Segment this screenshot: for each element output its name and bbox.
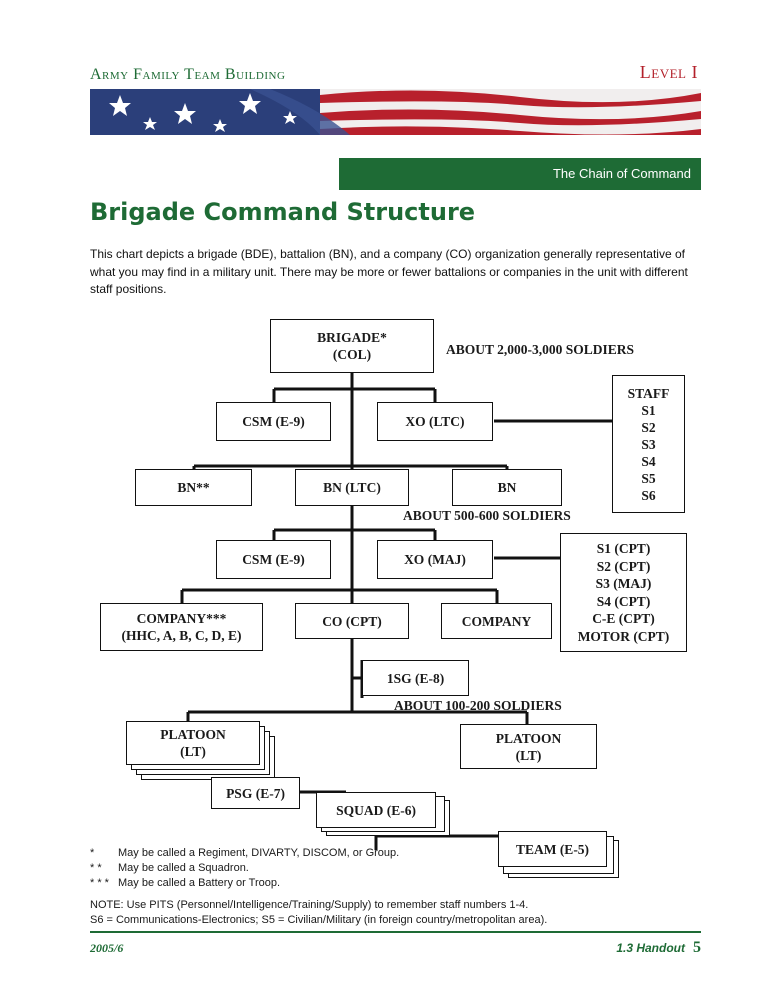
battalion-right-box: BN bbox=[452, 469, 562, 506]
level-label: Level I bbox=[639, 62, 698, 82]
company-left-detail: (HHC, A, B, C, D, E) bbox=[121, 628, 242, 643]
note-line: S6 = Communications-Electronics; S5 = Ci… bbox=[90, 914, 548, 926]
footnote: * May be called a Regiment, DIVARTY, DISC… bbox=[90, 846, 399, 861]
brigade-csm-box: CSM (E-9) bbox=[216, 402, 331, 441]
platoon-sergeant-box: PSG (E-7) bbox=[211, 777, 300, 809]
battalion-left-label: BN** bbox=[177, 480, 210, 495]
staff-item: S3 bbox=[641, 436, 656, 452]
company-left-label: COMPANY*** bbox=[136, 611, 227, 626]
battalion-staff-box: S1 (CPT) S2 (CPT) S3 (MAJ) S4 (CPT) C-E … bbox=[560, 533, 687, 652]
platoon-right-label: PLATOON bbox=[495, 730, 562, 746]
company-center-label: CO (CPT) bbox=[322, 613, 382, 629]
footer-handout: 1.3 Handout 5 bbox=[616, 939, 701, 957]
bn-staff-item: S3 (MAJ) bbox=[595, 576, 652, 591]
bn-staff-item: S2 (CPT) bbox=[596, 558, 651, 574]
brigade-xo-label: XO (LTC) bbox=[405, 414, 465, 429]
battalion-xo-box: XO (MAJ) bbox=[377, 540, 493, 579]
footnote-text: May be called a Regiment, DIVARTY, DISCO… bbox=[118, 847, 400, 859]
footnote-text: May be called a Squadron. bbox=[118, 862, 249, 874]
team-label: TEAM (E-5) bbox=[515, 841, 590, 857]
first-sergeant-box: 1SG (E-8) bbox=[362, 660, 469, 696]
battalion-center-box: BN (LTC) bbox=[295, 469, 409, 506]
page-number: 5 bbox=[693, 939, 701, 956]
brigade-rank: (COL) bbox=[332, 347, 372, 362]
battalion-center-label: BN (LTC) bbox=[323, 480, 381, 495]
handout-label: 1.3 Handout bbox=[616, 941, 685, 955]
footnote-mark: * * * bbox=[90, 877, 109, 889]
bn-staff-item: C-E (CPT) bbox=[592, 611, 655, 626]
platoon-left-label: PLATOON bbox=[160, 727, 226, 742]
battalion-csm-label: CSM (E-9) bbox=[242, 552, 305, 567]
battalion-csm-box: CSM (E-9) bbox=[216, 540, 331, 579]
platoon-right-box: PLATOON(LT) bbox=[460, 724, 597, 769]
staff-item: S6 bbox=[641, 487, 656, 503]
squad-box: SQUAD (E-6) bbox=[316, 792, 436, 828]
footer-divider bbox=[90, 931, 701, 933]
squad-label: SQUAD (E-6) bbox=[336, 802, 416, 818]
staff-item: STAFF bbox=[627, 385, 670, 401]
company-right-box: COMPANY bbox=[441, 603, 552, 639]
company-left-box: COMPANY*** (HHC, A, B, C, D, E) bbox=[100, 603, 263, 651]
footnote-mark: * bbox=[90, 847, 95, 859]
footer-date: 2005/6 bbox=[90, 941, 124, 955]
battalion-xo-label: XO (MAJ) bbox=[404, 552, 466, 567]
company-center-box: CO (CPT) bbox=[295, 603, 409, 639]
footnote: * * May be called a Squadron. bbox=[90, 861, 399, 876]
staff-note: NOTE: Use PITS (Personnel/Intelligence/T… bbox=[90, 898, 547, 928]
brigade-xo-box: XO (LTC) bbox=[377, 402, 493, 441]
brigade-box: BRIGADE* (COL) bbox=[270, 319, 434, 373]
brigade-staff-box: STAFF S1 S2 S3 S4 S5 S6 bbox=[612, 375, 685, 513]
battalion-right-label: BN bbox=[497, 480, 517, 495]
flag-banner-image bbox=[90, 89, 701, 135]
footnote: * * * May be called a Battery or Troop. bbox=[90, 876, 399, 891]
staff-item: S2 bbox=[641, 419, 656, 435]
bn-staff-item: S4 (CPT) bbox=[596, 593, 651, 609]
company-size-label: ABOUT 100-200 SOLDIERS bbox=[394, 698, 562, 713]
battalion-size-label: ABOUT 500-600 SOLDIERS bbox=[403, 508, 571, 523]
platoon-sergeant-label: PSG (E-7) bbox=[226, 785, 285, 801]
battalion-left-box: BN** bbox=[135, 469, 252, 506]
section-banner: The Chain of Command bbox=[339, 158, 701, 190]
platoon-right-rank: (LT) bbox=[515, 747, 542, 763]
staff-item: S4 bbox=[641, 453, 656, 469]
platoon-left-box: PLATOON (LT) bbox=[126, 721, 260, 765]
brigade-label: BRIGADE* bbox=[317, 330, 387, 345]
first-sergeant-label: 1SG (E-8) bbox=[386, 670, 445, 686]
note-line: NOTE: Use PITS (Personnel/Intelligence/T… bbox=[90, 899, 529, 911]
company-right-label: COMPANY bbox=[461, 613, 532, 629]
brigade-csm-label: CSM (E-9) bbox=[242, 414, 305, 429]
footnote-text: May be called a Battery or Troop. bbox=[118, 877, 281, 889]
platoon-left-rank: (LT) bbox=[180, 744, 206, 759]
staff-item: S1 bbox=[641, 402, 656, 418]
intro-paragraph: This chart depicts a brigade (BDE), batt… bbox=[90, 247, 688, 296]
footnotes: * May be called a Regiment, DIVARTY, DISC… bbox=[90, 846, 399, 891]
brigade-size-label: ABOUT 2,000-3,000 SOLDIERS bbox=[446, 342, 635, 357]
page-title: Brigade Command Structure bbox=[90, 198, 476, 226]
footnote-mark: * * bbox=[90, 862, 102, 874]
series-title: Army Family Team Building bbox=[90, 66, 286, 83]
team-box: TEAM (E-5) bbox=[498, 831, 607, 867]
bn-staff-item: S1 (CPT) bbox=[596, 541, 651, 556]
bn-staff-item: MOTOR (CPT) bbox=[577, 628, 670, 644]
staff-item: S5 bbox=[641, 470, 656, 486]
section-title: The Chain of Command bbox=[552, 166, 691, 181]
